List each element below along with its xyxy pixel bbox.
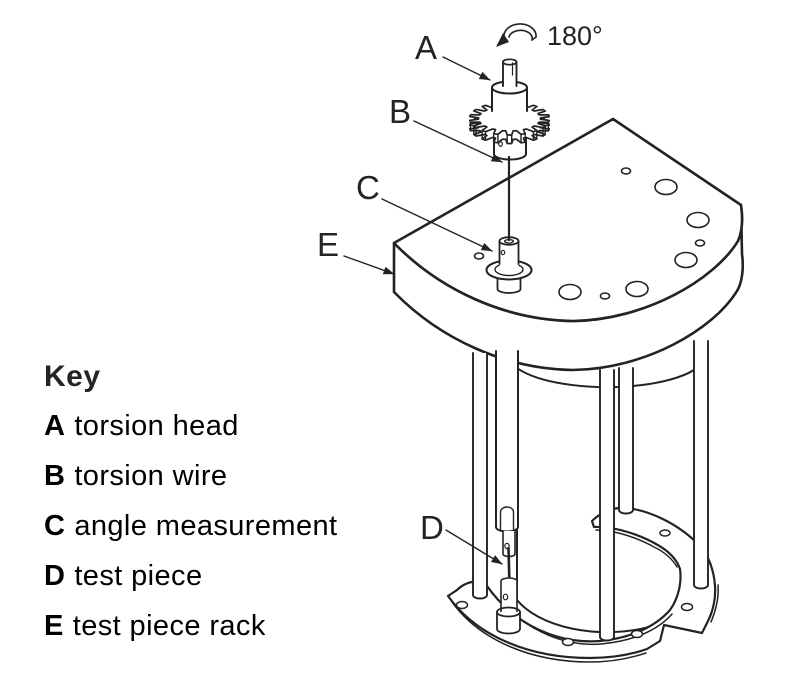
angle-reference-hole [475,253,484,259]
leader-d [446,530,502,564]
leader-a [443,57,490,80]
label-e: E [317,226,340,263]
test-piece-rack-top-plate [394,119,743,370]
label-c: C [356,169,380,206]
gear-hub [492,82,527,113]
rotation-arrow [496,24,536,47]
spindle-cylinder [500,237,519,266]
rotation-arrowhead [496,33,509,47]
support-rod-front [600,370,614,641]
leader-arrows [344,57,502,564]
top-plate-surface [394,119,742,321]
test-piece-assembly [496,351,520,634]
label-b: B [389,93,412,130]
support-rod-left [473,353,487,599]
label-d: D [420,509,444,546]
support-rods [473,341,708,641]
label-a: A [415,29,438,66]
top-plate-holes [475,168,710,300]
angle-measurement-spindle [487,237,532,293]
protection-tube [496,351,518,532]
leader-b [414,121,502,162]
spindle-collar [498,278,521,293]
bottom-plate-holes [457,530,693,646]
support-rod-back [619,368,633,514]
torsion-head-shaft [503,59,517,88]
leader-c [382,199,492,251]
gear-ring-upper [470,102,549,135]
rotation-angle-label: 180° [547,21,603,51]
key-title: Key [44,360,101,393]
torsion-head-gear [470,59,549,159]
support-rod-right [694,341,708,589]
leader-e [344,256,394,274]
gear-teeth-sides [471,122,549,143]
anchor-socket [497,612,520,634]
